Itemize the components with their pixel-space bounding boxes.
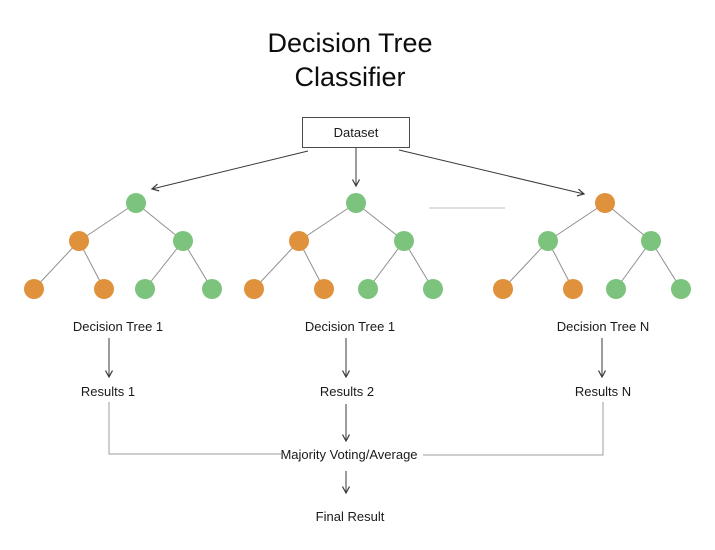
tree-edge	[502, 240, 549, 290]
tree-node-orange	[69, 231, 89, 251]
dataset-label: Dataset	[333, 125, 379, 140]
title-line-1: Decision Tree	[267, 28, 433, 58]
tree-node-orange	[493, 279, 513, 299]
tree-1	[24, 193, 222, 299]
tree-node-green	[538, 231, 558, 251]
tree-2-label: Decision Tree 1	[304, 319, 396, 334]
title-line-2: Classifier	[294, 62, 406, 92]
tree-node-green	[346, 193, 366, 213]
tree-node-green	[202, 279, 222, 299]
tree-edge	[547, 202, 606, 242]
tree-edge	[78, 202, 137, 242]
tree-n-label: Decision Tree N	[556, 319, 650, 334]
tree-node-orange	[289, 231, 309, 251]
tree-edge	[144, 240, 184, 290]
connector-results-1-to-majority	[108, 402, 281, 455]
tree-edge	[355, 202, 405, 242]
tree-node-green	[606, 279, 626, 299]
tree-node-orange	[94, 279, 114, 299]
tree-1-label: Decision Tree 1	[72, 319, 164, 334]
arrow-dataset-to-tree-1	[152, 150, 309, 189]
majority-voting-label: Majority Voting/Average	[280, 447, 418, 462]
tree-edge	[33, 240, 80, 290]
connector-results-n-to-majority	[423, 402, 604, 456]
tree-node-orange	[595, 193, 615, 213]
tree-node-green	[394, 231, 414, 251]
tree-node-green	[671, 279, 691, 299]
tree-node-orange	[314, 279, 334, 299]
tree-node-green	[641, 231, 661, 251]
tree-node-green	[126, 193, 146, 213]
tree-node-orange	[24, 279, 44, 299]
arrow-dataset-to-tree-n	[398, 149, 584, 194]
tree-2	[244, 193, 443, 299]
dataset-node: Dataset	[302, 117, 410, 148]
tree-node-orange	[563, 279, 583, 299]
page-title: Decision Tree Classifier	[267, 26, 432, 94]
tree-node-green	[358, 279, 378, 299]
tree-node-green	[135, 279, 155, 299]
tree-n	[493, 193, 691, 299]
tree-edge	[298, 202, 357, 242]
results-1-label: Results 1	[80, 384, 136, 399]
results-n-label: Results N	[574, 384, 632, 399]
final-result-label: Final Result	[315, 509, 385, 524]
tree-node-green	[173, 231, 193, 251]
results-2-label: Results 2	[319, 384, 375, 399]
tree-node-green	[423, 279, 443, 299]
tree-edge	[135, 202, 184, 242]
tree-node-orange	[244, 279, 264, 299]
tree-edge	[253, 240, 300, 290]
